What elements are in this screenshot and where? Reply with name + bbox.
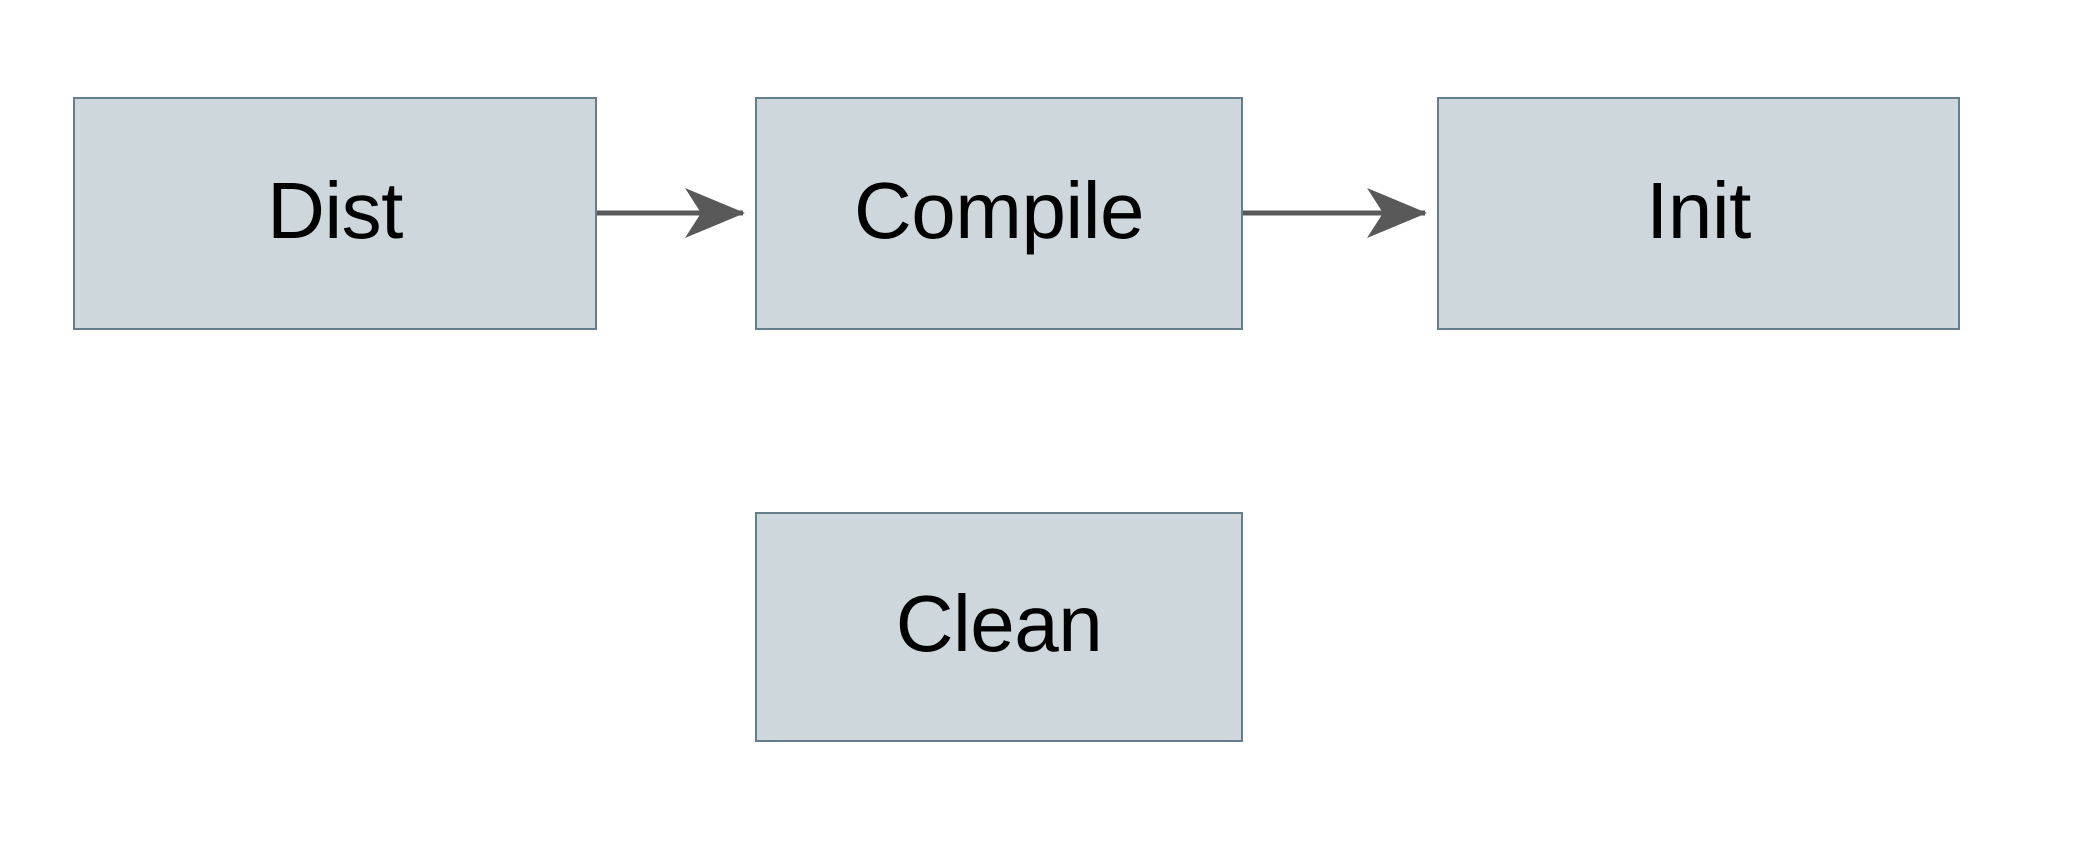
node-clean-label: Clean	[895, 579, 1103, 668]
node-dist[interactable]: Dist	[73, 97, 597, 330]
node-init[interactable]: Init	[1437, 97, 1960, 330]
node-compile[interactable]: Compile	[755, 97, 1243, 330]
node-clean[interactable]: Clean	[755, 512, 1243, 742]
node-compile-label: Compile	[854, 165, 1144, 255]
node-dist-label: Dist	[267, 165, 403, 255]
node-init-label: Init	[1646, 165, 1751, 255]
